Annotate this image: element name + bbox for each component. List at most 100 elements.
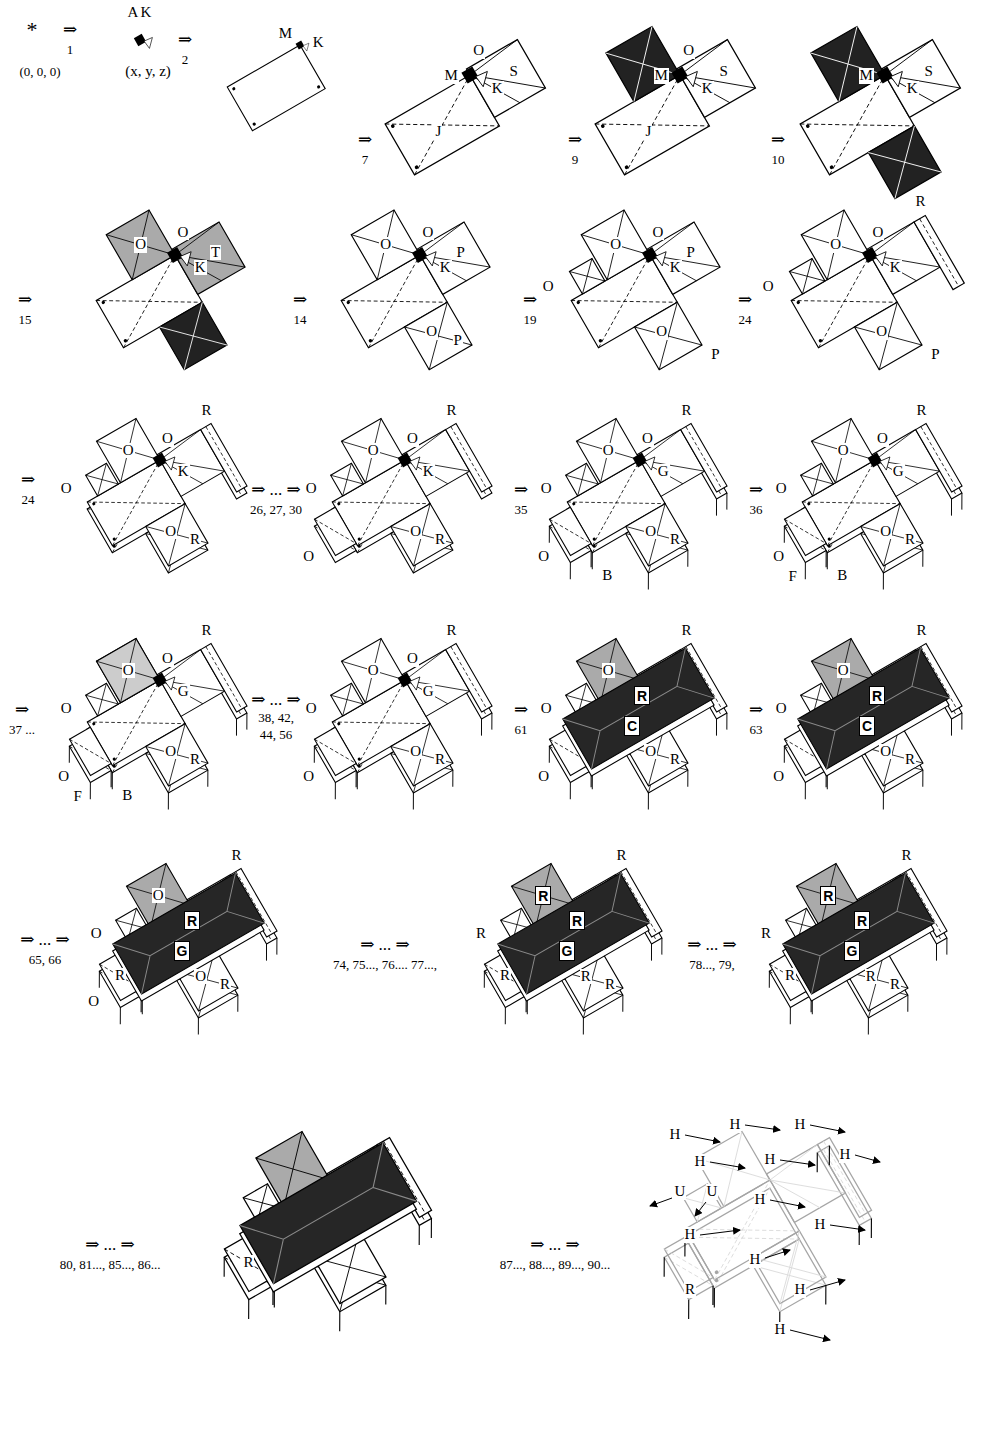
part-label: O bbox=[422, 225, 435, 241]
part-label: R bbox=[684, 1282, 696, 1298]
part-label: G bbox=[892, 464, 905, 480]
part-label: O bbox=[602, 443, 615, 459]
node-text: R bbox=[637, 688, 647, 704]
derivation-arrow: ⇒ bbox=[748, 701, 764, 719]
part-label: R bbox=[231, 848, 243, 864]
part-label: K bbox=[906, 81, 919, 97]
part-label: P bbox=[685, 245, 695, 261]
part-label: M bbox=[444, 68, 459, 84]
part-label: R bbox=[914, 194, 926, 210]
part-label: O bbox=[609, 237, 622, 253]
derivation-arrow: ⇒ bbox=[522, 291, 538, 309]
boxed-label: C bbox=[859, 716, 875, 736]
part-label: O bbox=[87, 994, 100, 1010]
node-text: R bbox=[187, 913, 197, 929]
rule-number: 19 bbox=[523, 313, 538, 327]
part-label: K bbox=[701, 81, 714, 97]
part-label: K bbox=[140, 5, 153, 21]
part-label: O bbox=[409, 524, 422, 540]
boxed-label: R bbox=[535, 886, 551, 906]
part-label: R bbox=[916, 403, 928, 419]
part-label: R bbox=[201, 623, 213, 639]
rule-number: 61 bbox=[514, 723, 529, 737]
part-label: G bbox=[177, 684, 190, 700]
part-label: S bbox=[719, 64, 729, 80]
part-label: O bbox=[406, 431, 419, 447]
part-label: K bbox=[889, 260, 902, 276]
node-text: R bbox=[538, 888, 548, 904]
part-label: R bbox=[499, 968, 511, 984]
part-label: M bbox=[654, 68, 669, 84]
part-label: U bbox=[706, 1184, 719, 1200]
part-label: M bbox=[278, 26, 293, 42]
derivation-arrow: ⇒ bbox=[357, 131, 373, 149]
derivation-arrow: ⇒ ... ⇒ bbox=[19, 931, 71, 949]
node-text: G bbox=[847, 943, 858, 959]
part-label: R bbox=[681, 623, 693, 639]
part-label: H bbox=[684, 1227, 697, 1243]
rule-number: 35 bbox=[514, 503, 529, 517]
node-text: R bbox=[857, 913, 867, 929]
part-label: O bbox=[60, 481, 73, 497]
rule-number: 80, 81..., 85..., 86... bbox=[59, 1258, 162, 1272]
derivation-arrow: ⇒ bbox=[513, 701, 529, 719]
part-label: J bbox=[644, 124, 652, 140]
boxed-label: C bbox=[624, 716, 640, 736]
part-label: O bbox=[60, 701, 73, 717]
derivation-arrow: ⇒ bbox=[62, 21, 78, 39]
node-text: R bbox=[872, 688, 882, 704]
rule-number: 9 bbox=[571, 153, 580, 167]
part-label: R bbox=[784, 968, 796, 984]
derivation-arrow: ⇒ bbox=[17, 291, 33, 309]
part-label: O bbox=[134, 237, 147, 253]
derivation-arrow: ⇒ ... ⇒ bbox=[250, 691, 302, 709]
part-label: R bbox=[219, 977, 231, 993]
part-label: O bbox=[762, 279, 775, 295]
part-label: K bbox=[194, 260, 207, 276]
rule-number: 38, 42, bbox=[257, 711, 295, 725]
part-label: O bbox=[837, 663, 850, 679]
derivation-arrow: ⇒ ... ⇒ bbox=[359, 936, 411, 954]
derivation-arrow: ⇒ bbox=[292, 291, 308, 309]
part-label: O bbox=[829, 237, 842, 253]
part-label: O bbox=[602, 663, 615, 679]
boxed-label: R bbox=[184, 911, 200, 931]
derivation-arrow: ⇒ ... ⇒ bbox=[250, 481, 302, 499]
derivation-arrow: ⇒ bbox=[748, 481, 764, 499]
derivation-arrow: ⇒ bbox=[567, 131, 583, 149]
part-label: O bbox=[161, 431, 174, 447]
rule-number: 1 bbox=[66, 43, 75, 57]
rule-number: 36 bbox=[749, 503, 764, 517]
part-label: R bbox=[901, 848, 913, 864]
part-label: K bbox=[669, 260, 682, 276]
part-label: O bbox=[775, 701, 788, 717]
part-label: H bbox=[729, 1117, 742, 1133]
part-label: O bbox=[540, 481, 553, 497]
part-label: R bbox=[201, 403, 213, 419]
part-label: R bbox=[865, 969, 877, 985]
part-label: M bbox=[859, 68, 874, 84]
boxed-label: G bbox=[844, 941, 861, 961]
derivation-arrow: ⇒ ... ⇒ bbox=[529, 1236, 581, 1254]
part-label: K bbox=[439, 260, 452, 276]
part-label: O bbox=[644, 744, 657, 760]
part-label: P bbox=[455, 245, 465, 261]
rule-number: 63 bbox=[749, 723, 764, 737]
part-label: H bbox=[839, 1147, 852, 1163]
part-label: O bbox=[90, 926, 103, 942]
rule-number: 24 bbox=[738, 313, 753, 327]
part-label: O bbox=[302, 769, 315, 785]
part-label: O bbox=[161, 651, 174, 667]
rule-number: 14 bbox=[293, 313, 308, 327]
part-label: R bbox=[889, 977, 901, 993]
part-label: H bbox=[749, 1252, 762, 1268]
part-label: R bbox=[669, 752, 681, 768]
part-label: H bbox=[764, 1152, 777, 1168]
part-label: O bbox=[302, 549, 315, 565]
part-label: O bbox=[875, 324, 888, 340]
part-label: O bbox=[837, 443, 850, 459]
rule-number: (0, 0, 0) bbox=[18, 65, 61, 79]
initial-shape-label: * bbox=[26, 18, 39, 41]
